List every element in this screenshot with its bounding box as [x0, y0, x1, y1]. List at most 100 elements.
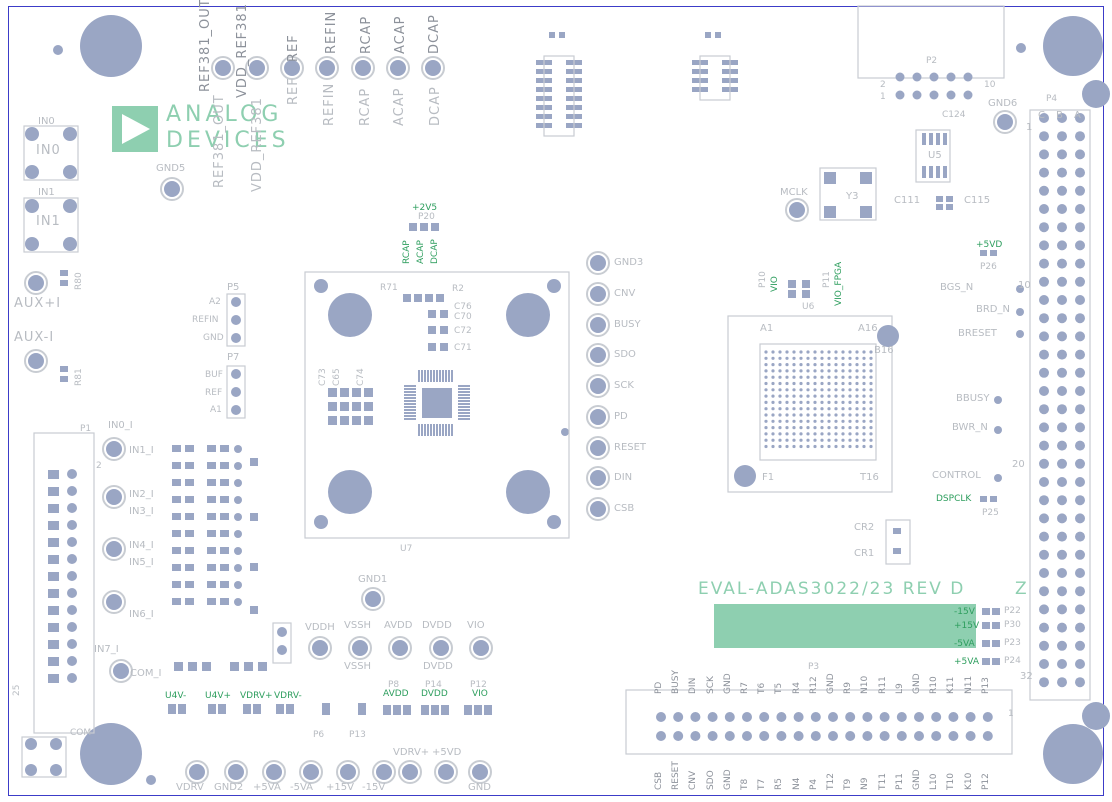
p4-pin: [1075, 367, 1085, 378]
cap-pad: [340, 416, 349, 425]
in1-label-center: IN1: [36, 214, 61, 229]
bga-ball: [778, 375, 782, 379]
p3-bottom-label: GND: [912, 769, 922, 790]
bga-ball: [855, 407, 859, 411]
bga-ball: [841, 407, 845, 411]
p3-top-label: DIN: [688, 677, 699, 694]
bga-ball: [792, 350, 796, 354]
p4-pin: [1057, 404, 1067, 415]
tp-gnd5-ring: [160, 177, 184, 201]
res-pad: [207, 496, 216, 503]
tp-supply-0: [312, 640, 328, 656]
cap-pad: [328, 416, 337, 425]
com-connector: [21, 736, 67, 778]
p3-bottom-label: R5: [774, 778, 785, 790]
bga-ball: [855, 356, 859, 360]
qfn-lead: [442, 370, 444, 382]
p2-pin: [912, 90, 922, 100]
p3-name: P3: [808, 662, 820, 672]
bga-ball: [785, 375, 789, 379]
p4-pin: [1057, 622, 1067, 633]
res-via: [234, 462, 242, 470]
p4-pin: [1075, 185, 1085, 196]
ch-in0: IN0_I: [108, 420, 133, 431]
cap-pad: [328, 388, 337, 397]
p20-acap: ACAP: [416, 240, 426, 264]
r81-pad: [60, 376, 68, 382]
cap-pad: [364, 402, 373, 411]
p3-bottom-label: CSB: [654, 771, 664, 790]
p3-pin: [776, 731, 787, 741]
u7-via: [314, 279, 328, 293]
p4-pin: [1039, 513, 1049, 524]
bga-ball: [855, 444, 859, 449]
tp-supply-4-ring: [469, 636, 493, 660]
ic-mark: [705, 32, 711, 38]
bga-ball: [799, 381, 803, 386]
tp-gnd5: [164, 181, 180, 197]
bga-ball: [841, 381, 845, 386]
cap-pad: [425, 294, 433, 302]
res-row-pad: [174, 662, 183, 671]
bga-ball: [827, 432, 831, 436]
tp-side-ref: REF: [286, 77, 301, 105]
qfn-lead: [427, 370, 429, 382]
tp-label-vdd-ref381: VDD_REF381: [235, 3, 250, 98]
bga-ball: [792, 363, 796, 367]
tp-label-refin: REFIN: [324, 10, 339, 54]
p10-pad: [788, 290, 796, 298]
bga-ball: [862, 438, 866, 442]
bga-ball: [806, 444, 810, 449]
bga-ball: [785, 394, 789, 398]
sig-pd: PD: [614, 411, 628, 422]
sj-p23: P23: [1004, 638, 1021, 648]
y3-label: Y3: [846, 191, 859, 202]
bga-ball: [813, 407, 817, 411]
bga-ball: [827, 363, 831, 367]
supply-pad: [992, 658, 1000, 665]
res-pad: [185, 462, 194, 469]
sig-csb: CSB: [614, 503, 635, 514]
res-pad: [185, 564, 194, 571]
bga-ball: [785, 432, 789, 436]
bga-ball: [834, 407, 838, 411]
p3-top-label: GND: [912, 673, 922, 694]
qfn-lead: [404, 418, 416, 420]
sig-sck: SCK: [614, 380, 634, 391]
p1-pad-a: [48, 572, 59, 581]
bga-ball: [785, 444, 789, 449]
sma-pin-1-2: [25, 237, 39, 251]
p1-pad-a: [48, 504, 59, 513]
p1-pad-a: [48, 538, 59, 547]
tp-in-0-ring: [102, 437, 126, 461]
signal-via: [1016, 308, 1024, 316]
bga-ball: [855, 419, 859, 423]
bga-ball: [764, 350, 768, 354]
tp-side-rcap: RCAP: [358, 87, 373, 126]
bga-ball: [778, 350, 782, 354]
p3-pin: [914, 712, 924, 722]
mount-hole-br: [1043, 724, 1103, 784]
p3-pin: [690, 712, 701, 722]
p4-pin: [1075, 258, 1085, 269]
p26-pad: [990, 250, 997, 256]
p7-pin-1: [231, 387, 241, 397]
p3-top-label: BUSY: [671, 670, 682, 694]
p3-pin: [793, 712, 804, 722]
bj-u4v-plus: U4V+: [205, 691, 232, 701]
bj-dvdd: DVDD: [421, 689, 448, 699]
p3-bottom-label: P12: [980, 773, 991, 790]
supply-pad: [982, 640, 990, 647]
qfn-lead: [404, 394, 416, 396]
tp-bottom-1-ring: [224, 760, 248, 784]
qfn-lead: [421, 424, 423, 436]
bga-ball: [799, 432, 803, 436]
p7-name: P7: [227, 352, 240, 363]
bga-ball: [806, 438, 810, 442]
res-pad: [185, 479, 194, 486]
bga-ball: [764, 375, 768, 379]
bga-ball: [799, 444, 803, 449]
bga-ball: [862, 381, 866, 386]
p4-pin: [1075, 568, 1085, 578]
fiducial-4: [561, 428, 569, 436]
